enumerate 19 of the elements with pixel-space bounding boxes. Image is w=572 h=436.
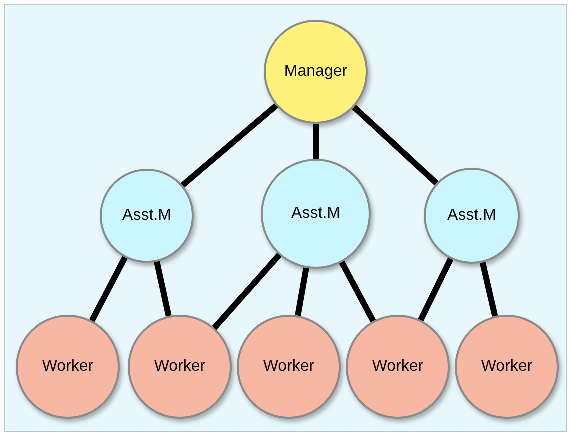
node-label: Asst.M	[292, 204, 340, 224]
connector-line	[313, 124, 319, 159]
node-label: Worker	[42, 357, 94, 377]
connector-line	[352, 105, 439, 186]
connector-line	[418, 258, 454, 322]
node-label: Worker	[154, 357, 206, 377]
connector-line	[89, 256, 128, 322]
node-label: Asst.M	[122, 206, 172, 226]
node-label: Manager	[284, 62, 348, 82]
connector-line	[154, 261, 172, 317]
connector-line	[480, 262, 498, 318]
node-label: Worker	[372, 357, 424, 377]
node-label: Worker	[263, 357, 315, 377]
connector-line	[295, 268, 310, 316]
node-label: Worker	[481, 357, 533, 377]
node-label: Asst.M	[448, 206, 496, 226]
connector-line	[339, 261, 376, 323]
connector-line	[180, 103, 278, 188]
connector-line	[212, 253, 282, 330]
